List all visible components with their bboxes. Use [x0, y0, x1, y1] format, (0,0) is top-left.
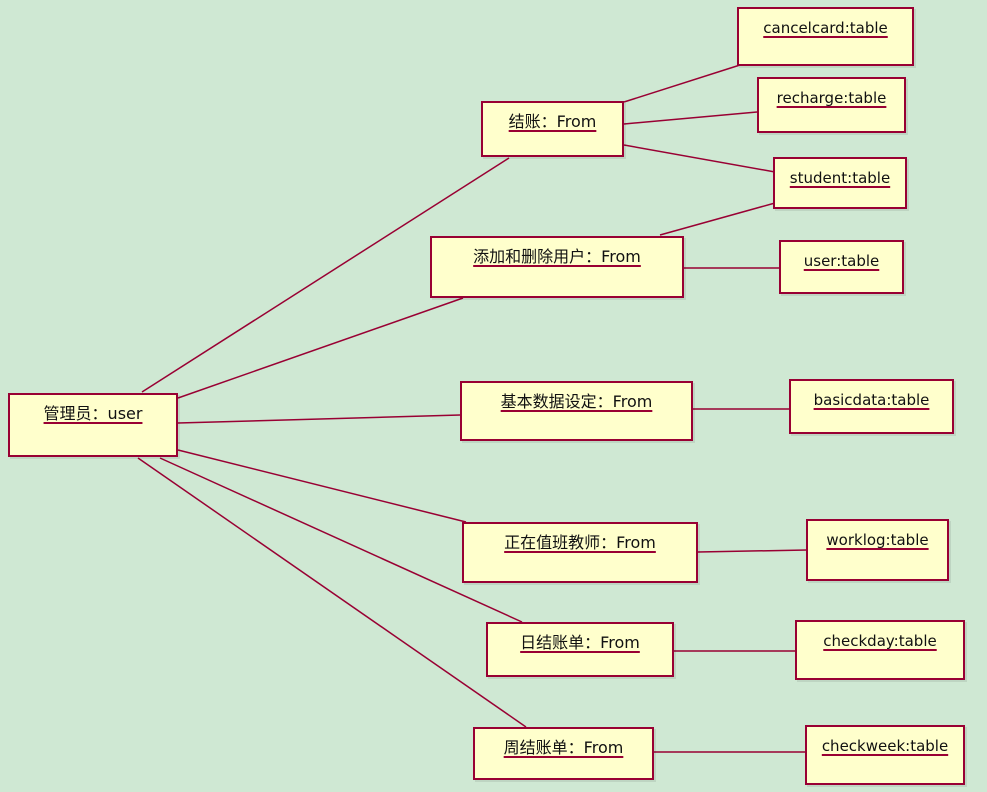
node-checkweek-table-label: checkweek:table — [807, 737, 963, 755]
edge-admin-basicdata-form — [177, 414, 461, 424]
student-table-text: student:table — [789, 169, 891, 187]
node-recharge-table: recharge:table — [757, 77, 906, 133]
node-basicdata-form: 基本数据设定：From — [460, 381, 693, 441]
node-user-mgmt-form-label: 添加和删除用户：From — [432, 248, 682, 266]
edge-admin-user-mgmt-form — [177, 297, 464, 399]
node-checkout-form-label: 结账：From — [483, 113, 622, 131]
node-worklog-table-label: worklog:table — [808, 531, 947, 549]
node-checkday-form: 日结账单：From — [486, 622, 674, 677]
edge-checkout-form-student-table — [623, 144, 776, 173]
node-worklog-table: worklog:table — [806, 519, 949, 581]
node-user-mgmt-form: 添加和删除用户：From — [430, 236, 684, 298]
checkday-table-text: checkday:table — [823, 632, 937, 650]
checkweek-form-text: 周结账单：From — [503, 738, 624, 757]
checkweek-table-text: checkweek:table — [821, 737, 949, 755]
edge-admin-checkweek-form — [137, 457, 527, 728]
admin-user-text: 管理员：user — [43, 404, 143, 423]
node-checkweek-form: 周结账单：From — [473, 727, 654, 780]
worklog-form-text: 正在值班教师：From — [504, 533, 656, 552]
node-admin-user-label: 管理员：user — [10, 405, 176, 423]
node-checkday-table-label: checkday:table — [797, 632, 963, 650]
checkout-form-text: 结账：From — [508, 112, 597, 131]
node-cancelcard-table: cancelcard:table — [737, 7, 914, 66]
edge-worklog-form-worklog-table — [697, 549, 808, 553]
edge-admin-worklog-form — [177, 449, 467, 523]
node-user-table: user:table — [779, 240, 904, 294]
node-admin-user: 管理员：user — [8, 393, 178, 457]
node-recharge-table-label: recharge:table — [759, 89, 904, 107]
node-student-table-label: student:table — [775, 169, 905, 187]
node-cancelcard-table-label: cancelcard:table — [739, 19, 912, 37]
node-checkweek-form-label: 周结账单：From — [475, 739, 652, 757]
edge-user-mgmt-form-student-table — [659, 202, 776, 236]
node-worklog-form: 正在值班教师：From — [462, 522, 698, 583]
node-basicdata-table-label: basicdata:table — [791, 391, 952, 409]
node-checkday-table: checkday:table — [795, 620, 965, 680]
checkday-form-text: 日结账单：From — [520, 633, 640, 652]
node-basicdata-form-label: 基本数据设定：From — [462, 393, 691, 411]
user-table-text: user:table — [803, 252, 880, 270]
edge-checkout-form-cancelcard-table — [623, 64, 741, 103]
node-checkday-form-label: 日结账单：From — [488, 634, 672, 652]
edge-checkout-form-recharge-table — [623, 111, 758, 125]
node-basicdata-table: basicdata:table — [789, 379, 954, 434]
cancelcard-table-text: cancelcard:table — [763, 19, 888, 37]
basicdata-form-text: 基本数据设定：From — [500, 392, 653, 411]
node-worklog-form-label: 正在值班教师：From — [464, 534, 696, 552]
node-user-table-label: user:table — [781, 252, 902, 270]
basicdata-table-text: basicdata:table — [813, 391, 930, 409]
worklog-table-text: worklog:table — [826, 531, 929, 549]
recharge-table-text: recharge:table — [776, 89, 887, 107]
user-mgmt-form-text: 添加和删除用户：From — [473, 247, 641, 266]
node-student-table: student:table — [773, 157, 907, 209]
node-checkout-form: 结账：From — [481, 101, 624, 157]
node-checkweek-table: checkweek:table — [805, 725, 965, 785]
